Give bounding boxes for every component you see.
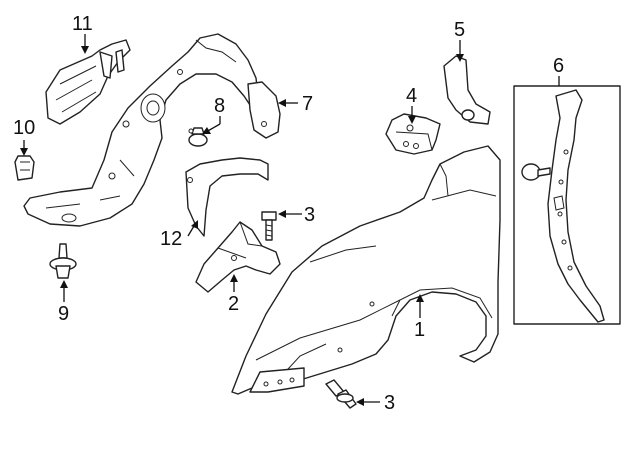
- callout-6: 6: [553, 55, 564, 77]
- callout-10: 10: [13, 117, 35, 139]
- part-2-lower-bracket: [195, 221, 281, 293]
- part-11-liner-bracket: [45, 39, 131, 125]
- part-7-liner-flap: [247, 81, 281, 139]
- callout-9: 9: [58, 303, 69, 325]
- callout-1: 1: [414, 319, 425, 341]
- callout-7: 7: [302, 93, 313, 115]
- callout-4: 4: [406, 85, 417, 107]
- part-5-upper-bracket: [443, 55, 491, 125]
- part-6-seal-box: [513, 85, 621, 325]
- leaders: [20, 34, 560, 406]
- part-12-splash-guard: [185, 157, 269, 237]
- part-4-mount-bracket: [385, 113, 441, 155]
- part-1-fender: [231, 145, 501, 395]
- callout-11: 11: [72, 13, 93, 35]
- callout-8: 8: [214, 95, 225, 117]
- callout-3-upper: 3: [304, 204, 315, 226]
- part-8-push-clip: [188, 127, 208, 147]
- callout-2: 2: [228, 293, 239, 315]
- callout-5: 5: [454, 19, 465, 41]
- part-3-bolt-upper: [261, 211, 277, 241]
- part-inner-fender-liner: [23, 33, 259, 227]
- part-3-bolt-lower: [325, 379, 357, 409]
- part-10-clip: [14, 155, 35, 181]
- callout-3-lower: 3: [384, 392, 395, 414]
- callout-12: 12: [160, 228, 182, 250]
- callout-labels: 11 10 8 7 12 3 2 9 4 5 6 1 3: [13, 13, 564, 414]
- part-9-clip: [49, 243, 77, 279]
